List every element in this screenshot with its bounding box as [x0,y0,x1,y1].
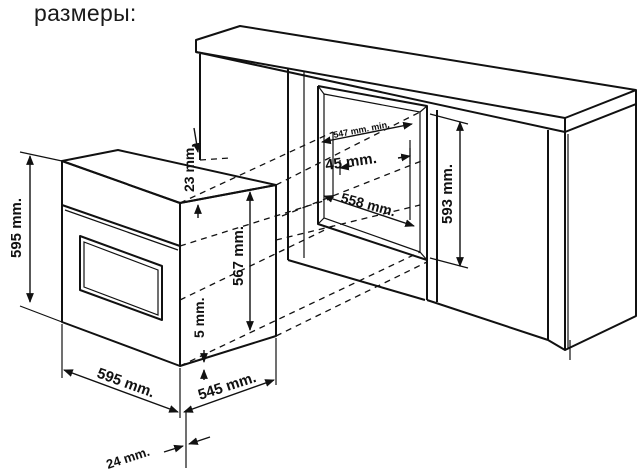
label-bottom-gap: 5 mm. [191,298,207,338]
dim-oven-depth: 545 mm. [183,338,277,413]
dim-top-gap: 23 mm. [181,127,202,218]
dim-niche-width: 558 mm. [323,189,415,227]
cabinet-niche [317,85,428,261]
dim-door-offset: 24 mm. [104,410,211,472]
label-oven-height: 595 mm. [8,198,25,258]
dim-bottom-gap: 5 mm. [191,298,208,380]
dim-oven-width: 595 mm. [61,324,181,418]
label-niche-depth: 45 mm. [324,150,378,174]
kitchen-cabinet [195,25,637,360]
dim-side-height: 567 mm. [230,191,254,331]
dim-oven-height: 595 mm. [8,151,63,323]
dim-niche-height: 593 mm. [429,113,469,269]
label-niche-min-width: 547 mm. min. [332,119,390,140]
label-niche-width: 558 mm. [339,189,397,219]
label-side-height: 567 mm. [230,226,247,286]
label-top-gap: 23 mm. [181,144,197,192]
label-niche-height: 593 mm. [439,164,456,224]
label-door-offset: 24 mm. [104,444,151,471]
label-oven-depth: 545 mm. [196,369,258,404]
diagram-caption: размеры: [34,0,137,26]
label-oven-width: 595 mm. [95,365,157,402]
